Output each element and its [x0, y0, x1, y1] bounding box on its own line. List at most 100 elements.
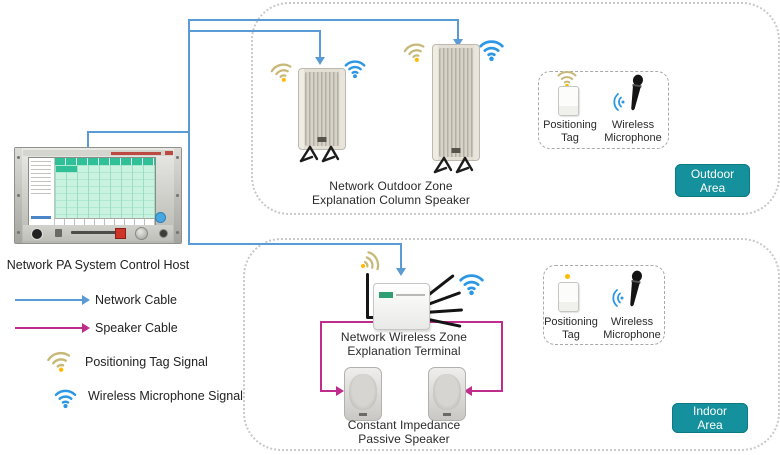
screw — [17, 231, 20, 234]
legend-positioning-label: Positioning Tag Signal — [85, 355, 208, 369]
label-line: Microphone — [604, 132, 662, 144]
speaker-stand — [433, 156, 474, 174]
terminal-logo — [379, 292, 393, 298]
screen-button-row — [55, 218, 155, 227]
indoor-area-badge: Indoor Area — [672, 403, 748, 433]
speaker-logo — [443, 413, 451, 416]
grid-active-cells — [56, 166, 77, 172]
wireless-mic-label: Wireless Microphone — [599, 119, 667, 145]
wireless-microphone-icon — [630, 270, 642, 307]
positioning-tag-label: Positioning Tag — [539, 119, 601, 145]
screen-side-panel — [29, 158, 55, 227]
legend-text: Positioning Tag Signal — [85, 355, 208, 369]
volume-knob — [31, 228, 43, 240]
positioning-tag-icon — [558, 282, 579, 312]
legend-mic-signal-label: Wireless Microphone Signal — [88, 389, 243, 403]
silver-knob — [135, 227, 148, 240]
label-line: Constant Impedance — [347, 418, 461, 432]
label-line: Tag — [561, 132, 579, 144]
host-label-text: Network PA System Control Host — [6, 258, 190, 272]
mic-jack — [159, 229, 168, 238]
speaker-grille — [305, 72, 339, 146]
network-cable-drop-terminal — [400, 243, 402, 269]
screen-round-button — [155, 212, 166, 223]
terminal-antenna-left — [366, 273, 369, 318]
outdoor-speaker-label: Network Outdoor Zone Explanation Column … — [285, 179, 497, 207]
terminal-antenna-foot — [366, 316, 375, 319]
label-line: Explanation Column Speaker — [311, 193, 471, 207]
label-line: Positioning — [544, 316, 598, 328]
screw — [17, 194, 20, 197]
label-line: Wireless — [610, 316, 654, 328]
network-cable-mid — [188, 30, 321, 32]
label-line: Wireless — [611, 119, 655, 131]
indoor-area-boundary — [243, 238, 780, 451]
host-label: Network PA System Control Host — [0, 258, 196, 272]
network-cable-host-branch — [87, 131, 190, 133]
screw — [17, 156, 20, 159]
outdoor-column-speaker-large — [432, 44, 480, 161]
mic-signal-icon — [479, 40, 504, 62]
screw — [176, 156, 179, 159]
badge-line: Outdoor — [690, 166, 735, 181]
power-button — [115, 227, 126, 239]
legend-network-cable-line — [15, 299, 83, 301]
speaker-cable-left-stub — [320, 390, 337, 392]
network-cable-drop-right-speaker — [457, 19, 459, 40]
mic-signal-icon — [344, 60, 366, 79]
positioning-signal-icon — [557, 71, 577, 88]
outdoor-column-speaker-small — [298, 68, 346, 150]
speaker-arrowhead — [336, 386, 344, 396]
passive-speaker-right — [428, 367, 466, 421]
legend-text: Wireless Microphone Signal — [88, 389, 243, 403]
indoor-device-box: Positioning Tag Wireless Microphone — [543, 265, 665, 345]
positioning-tag-label: Positioning Tag — [540, 316, 602, 342]
panel-highlight — [31, 216, 51, 219]
terminal-front-line — [396, 294, 425, 296]
wireless-microphone-icon — [631, 74, 643, 111]
legend-text: Speaker Cable — [95, 321, 178, 335]
wireless-mic-label: Wireless Microphone — [598, 316, 666, 342]
outdoor-device-box: Positioning Tag Wireless Microphone — [538, 71, 669, 149]
usb-port — [55, 229, 62, 237]
screw — [176, 231, 179, 234]
network-arrowhead — [315, 57, 325, 65]
positioning-signal-icon — [361, 251, 380, 271]
panel-text-lines — [31, 161, 51, 195]
label-line: Microphone — [603, 329, 661, 341]
network-cable-indoor — [188, 243, 402, 245]
mic-signal-arcs-icon — [612, 289, 624, 307]
badge-line: Area — [697, 418, 723, 432]
label-line: Network Outdoor Zone — [329, 179, 453, 193]
grid-header-row — [55, 158, 155, 165]
speaker-cable-left — [320, 321, 322, 392]
positioning-signal-icon — [403, 43, 425, 62]
positioning-tag-signal-icon — [47, 351, 71, 372]
mic-signal-arcs-icon — [613, 93, 625, 111]
badge-line: Indoor — [692, 404, 728, 418]
network-cable-top — [188, 19, 459, 21]
positioning-dot-icon — [565, 274, 570, 279]
positioning-tag-icon — [558, 86, 579, 116]
outdoor-area-badge: Outdoor Area — [675, 164, 750, 197]
media-slot — [71, 231, 123, 234]
network-arrowhead — [396, 268, 406, 276]
legend-network-arrowhead — [82, 295, 90, 305]
label-line: Positioning — [543, 119, 597, 131]
speaker-logo — [359, 413, 367, 416]
speaker-grille — [439, 48, 473, 157]
label-line: Network Wireless Zone — [340, 330, 468, 344]
legend-network-cable-label: Network Cable — [95, 293, 177, 307]
host-brand — [165, 151, 173, 155]
speaker-cable-right-stub — [472, 390, 503, 392]
passive-speaker-label: Constant Impedance Passive Speaker — [320, 418, 488, 446]
mic-signal-icon — [459, 274, 484, 296]
host-front-panel — [23, 225, 173, 241]
host-top-strip — [23, 150, 173, 156]
host-screen — [28, 157, 156, 228]
legend-speaker-cable-line — [15, 327, 83, 329]
network-cable-host-drop — [87, 131, 89, 149]
speaker-logo — [317, 137, 327, 142]
network-pa-control-host — [14, 147, 182, 244]
